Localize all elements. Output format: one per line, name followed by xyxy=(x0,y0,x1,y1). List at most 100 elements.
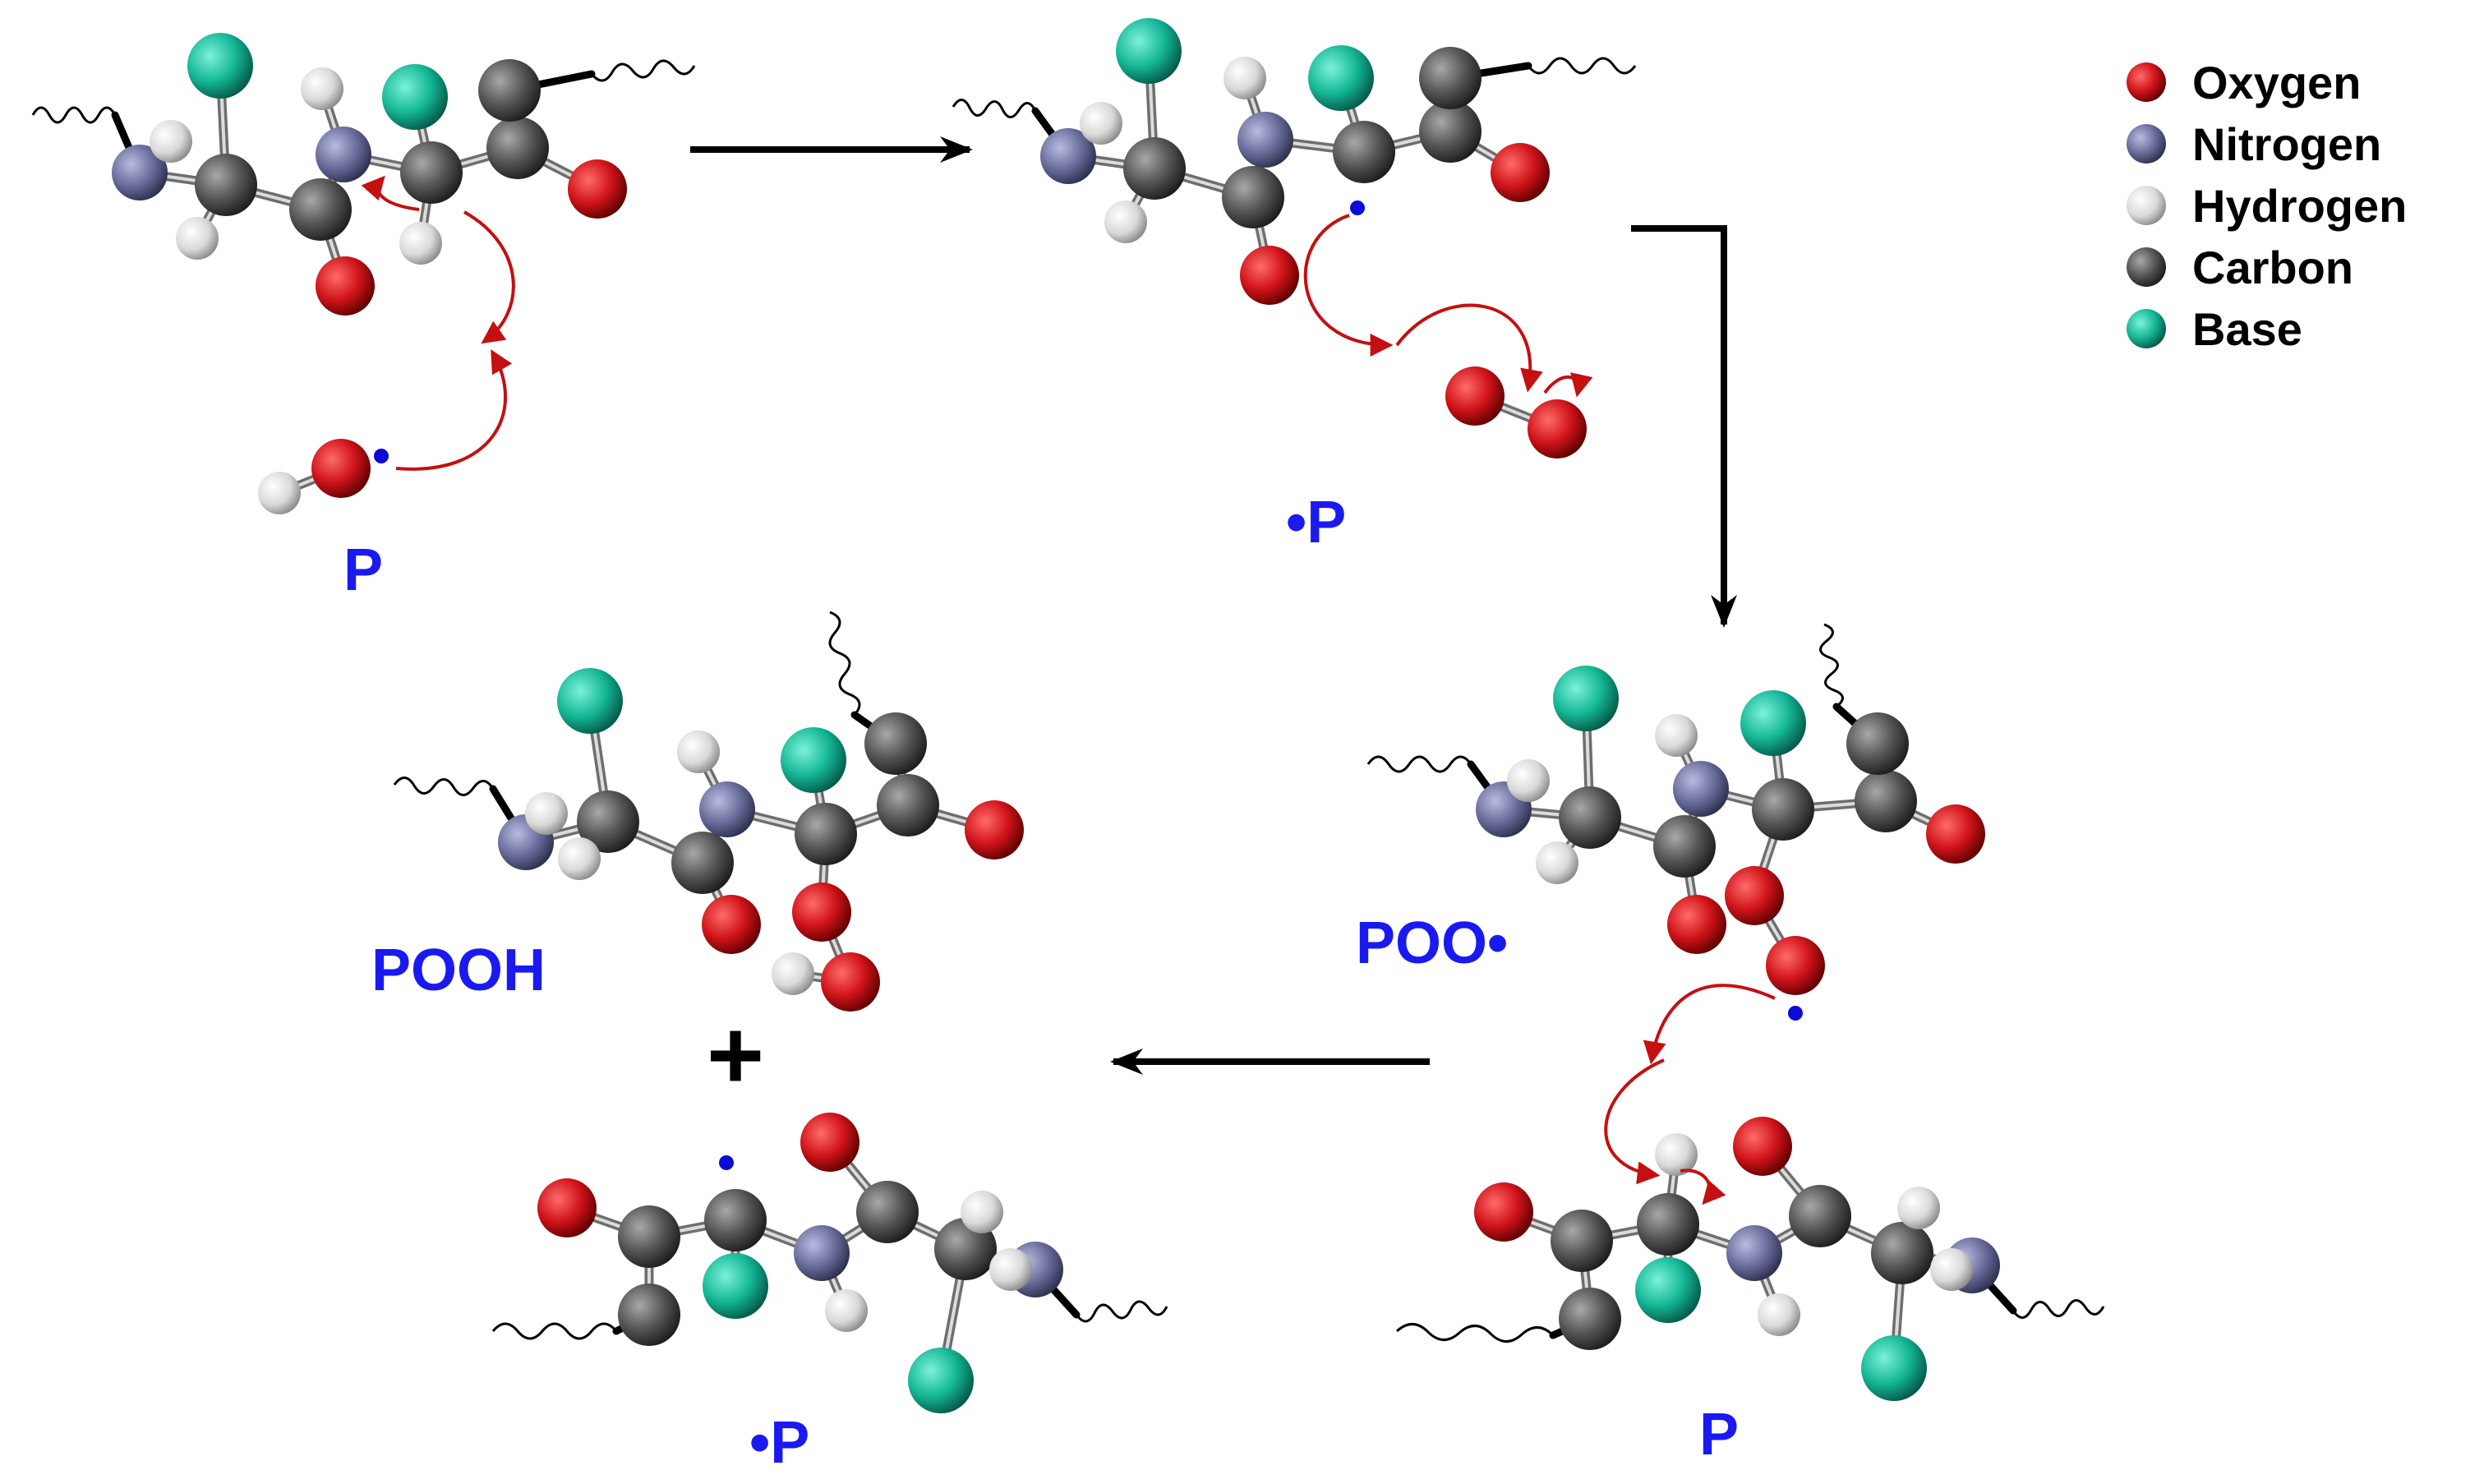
radical-dots xyxy=(374,200,1803,1170)
hydrogen-atom xyxy=(1655,714,1698,757)
base-atom xyxy=(1116,18,1182,84)
hydrogen-atom xyxy=(1507,759,1550,802)
carbon-atom xyxy=(478,59,541,122)
chain-continuation-squiggle xyxy=(1527,57,1637,75)
carbon-atom xyxy=(934,1218,997,1280)
curly-arrow-bond-break-2 xyxy=(1680,1168,1726,1205)
oxygen-atom xyxy=(792,883,851,942)
nitrogen-atom xyxy=(1726,1225,1782,1281)
base-atom xyxy=(187,33,253,99)
carbon-atom xyxy=(1551,1210,1613,1272)
hydrogen-atom xyxy=(525,792,568,835)
plus-sign: + xyxy=(707,1000,764,1110)
label-step4: P xyxy=(1699,1402,1739,1468)
carbon-atom xyxy=(1222,166,1284,228)
carbon-atom xyxy=(856,1181,919,1243)
molecule-product-pooh xyxy=(393,611,1024,1012)
label-step1: P xyxy=(343,537,383,603)
base-atom xyxy=(382,64,448,130)
label-product-pooh: POOH xyxy=(371,938,546,1003)
hydrogen-atom xyxy=(1930,1248,1973,1291)
oxygen-atom xyxy=(1733,1117,1792,1176)
carbon-atom xyxy=(618,1284,680,1346)
radical-dot-oxygen xyxy=(1788,1006,1803,1021)
oxygen-atom xyxy=(1667,895,1726,954)
oxygen-atom xyxy=(537,1178,597,1237)
hydrogen-atom xyxy=(1758,1293,1800,1336)
hydrogen-atom xyxy=(1897,1187,1940,1229)
chain-continuation-squiggle xyxy=(1075,1300,1168,1323)
oxygen-atom xyxy=(702,895,761,954)
molecule-step2 xyxy=(952,18,1637,305)
nitrogen-atom xyxy=(112,145,168,200)
curly-arrow-h-abstraction-2 xyxy=(1604,1058,1665,1185)
base-atom xyxy=(1861,1335,1927,1401)
carbon-atom xyxy=(1559,1288,1621,1350)
curly-arrow-o2-split xyxy=(1395,303,1543,393)
nitrogen-atom xyxy=(316,127,371,182)
nitrogen-atom xyxy=(1040,128,1096,184)
chain-continuation-squiggle xyxy=(491,1322,618,1340)
carbon-atom xyxy=(195,154,257,216)
nitrogen-atom xyxy=(699,781,755,837)
nitrogen-legend-swatch xyxy=(2127,124,2166,164)
curly-arrow-peroxyl-attack xyxy=(1643,984,1776,1065)
hydrogen-atom xyxy=(1104,200,1147,243)
legend-label-carbon: Carbon xyxy=(2192,242,2353,293)
oxygen-atom xyxy=(1240,246,1299,305)
oxygen-atom xyxy=(1491,143,1550,202)
hydrogen-atom xyxy=(1655,1133,1698,1176)
label-step3: POO• xyxy=(1356,910,1508,976)
chain-continuation-squiggle xyxy=(952,99,1037,118)
legend: Oxygen Nitrogen Hydrogen Carbon Base xyxy=(2127,57,2407,355)
base-atom xyxy=(703,1253,768,1319)
nitrogen-atom xyxy=(1673,761,1729,817)
molecule-step3 xyxy=(1366,623,1985,995)
label-step2: •P xyxy=(1286,490,1346,555)
hydrogen-atom xyxy=(1223,57,1266,99)
carbon-atom xyxy=(618,1205,680,1268)
oxygen-atom xyxy=(965,800,1024,860)
base-atom xyxy=(781,727,846,793)
carbon-atom xyxy=(400,141,463,204)
carbon-atom xyxy=(704,1189,767,1251)
oxygen-atom xyxy=(1474,1182,1533,1242)
molecule-step1 xyxy=(31,33,696,316)
carbon-atom xyxy=(486,117,549,179)
chain-continuation-squiggle xyxy=(590,59,696,82)
molecule-product-radical xyxy=(491,1113,1168,1413)
base-atom xyxy=(1740,690,1806,756)
chain-continuation-squiggle xyxy=(31,106,117,124)
oxygen-atom xyxy=(1926,804,1985,864)
carbon-atom xyxy=(671,832,734,894)
carbon-atom xyxy=(1846,712,1909,775)
oxygen-atom xyxy=(1725,866,1784,925)
oxygen-molecule xyxy=(1445,366,1587,459)
base-atom xyxy=(557,668,623,734)
process-arrows xyxy=(690,136,1737,1075)
hydrogen-atom xyxy=(677,730,720,773)
curly-arrow-h-abstraction-1 xyxy=(463,210,515,344)
carbon-atom xyxy=(1637,1193,1699,1256)
legend-label-oxygen: Oxygen xyxy=(2192,57,2361,108)
hydrogen-atom xyxy=(1536,841,1578,884)
carbon-atom xyxy=(1871,1222,1933,1284)
radical-dot-carbon-2 xyxy=(719,1155,734,1170)
base-atom xyxy=(1308,45,1374,111)
hydroxyl-radical xyxy=(258,439,371,514)
chain-continuation-squiggle xyxy=(1366,755,1472,773)
hydrogen-atom xyxy=(558,837,601,880)
carbon-atom xyxy=(864,712,927,775)
chain-continuation-squiggle xyxy=(1395,1323,1555,1343)
oxygen-legend-swatch xyxy=(2127,62,2166,102)
chain-continuation-squiggle xyxy=(1819,623,1844,708)
species-labels: P •P POO• P POOH + •P xyxy=(343,490,1739,1476)
nitrogen-atom xyxy=(1237,112,1293,168)
curly-arrow-hydroxyl-attack xyxy=(395,349,513,471)
oxygen-atom xyxy=(821,952,880,1012)
molecules xyxy=(31,18,2105,1413)
curly-arrow-bond-break-1 xyxy=(361,175,420,211)
oxygen-atom xyxy=(568,159,627,219)
curly-arrow-radical-to-o2 xyxy=(1303,214,1394,357)
